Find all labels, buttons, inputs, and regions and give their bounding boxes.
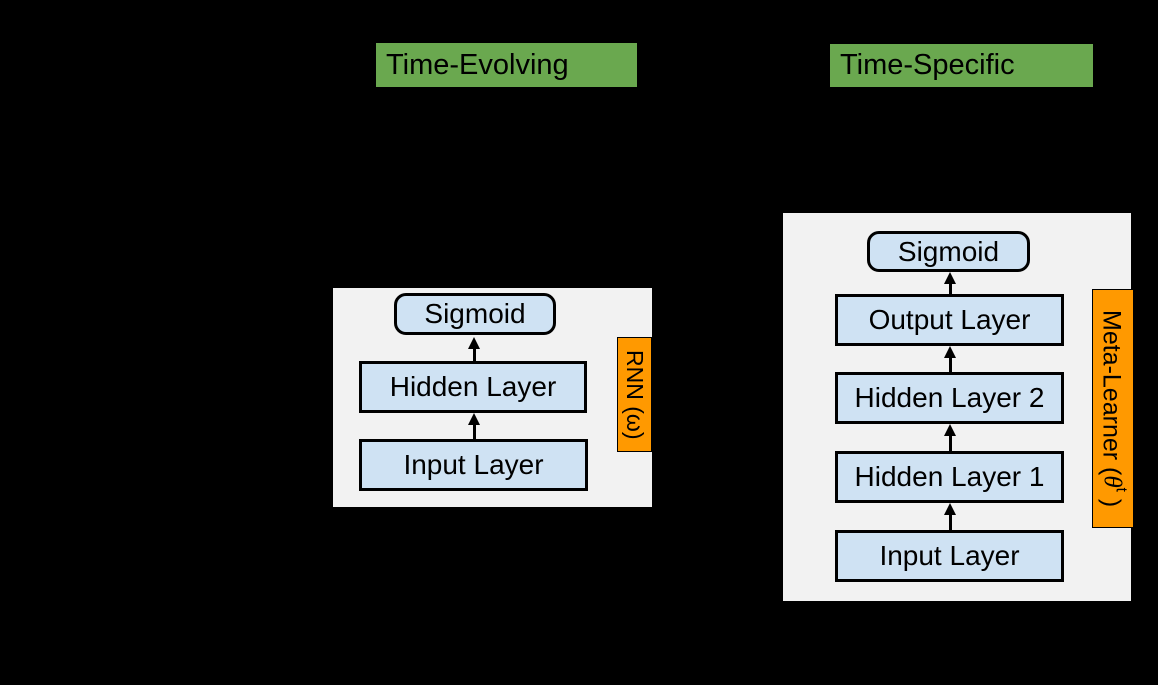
time-specific-panel: Sigmoid Output Layer Hidden Layer 2 Hidd… xyxy=(783,213,1134,601)
arrow-line xyxy=(948,515,952,530)
output-layer-label: Output Layer xyxy=(868,304,1031,335)
arrow-line xyxy=(948,358,952,372)
arrow-up-icon xyxy=(468,413,480,439)
sigmoid-node: Sigmoid xyxy=(394,293,556,335)
rnn-tag-label: RNN (ω) xyxy=(622,349,648,440)
hidden-layer-label: Hidden Layer xyxy=(389,371,557,402)
sigmoid-label: Sigmoid xyxy=(897,235,1000,267)
arrow-head-icon xyxy=(944,503,956,515)
arrow-head-icon xyxy=(468,337,480,349)
arrow-up-icon xyxy=(944,424,956,451)
input-layer-node: Input Layer xyxy=(835,530,1064,582)
theta-superscript-t: t xyxy=(1112,487,1130,492)
theta-symbol: θ xyxy=(1098,475,1126,488)
arrow-up-icon xyxy=(468,337,480,361)
meta-learner-text-close: ) xyxy=(1097,491,1126,508)
meta-learner-tag: Meta-Learner (θt ) xyxy=(1092,289,1134,528)
arrow-up-icon xyxy=(944,503,956,530)
arrow-head-icon xyxy=(944,424,956,436)
meta-learner-tag-label: Meta-Learner (θt ) xyxy=(1096,310,1129,507)
hidden-layer-2-label: Hidden Layer 2 xyxy=(854,382,1045,413)
arrow-line xyxy=(472,425,476,439)
sigmoid-label: Sigmoid xyxy=(424,298,526,329)
output-layer-node: Output Layer xyxy=(835,294,1064,346)
hidden-layer-1-label: Hidden Layer 1 xyxy=(854,461,1045,492)
arrow-up-icon xyxy=(944,346,956,372)
input-layer-label: Input Layer xyxy=(879,540,1020,571)
arrow-up-icon xyxy=(944,272,956,294)
time-evolving-label: Time-Evolving xyxy=(386,48,569,81)
arrow-line xyxy=(948,436,952,451)
sigmoid-node: Sigmoid xyxy=(867,231,1030,272)
arrow-head-icon xyxy=(944,272,956,284)
input-layer-node: Input Layer xyxy=(359,439,588,491)
time-specific-label: Time-Specific xyxy=(840,49,1015,81)
hidden-layer-2-node: Hidden Layer 2 xyxy=(835,372,1064,424)
hidden-layer-node: Hidden Layer xyxy=(359,361,587,413)
arrow-line xyxy=(472,349,476,361)
rnn-tag: RNN (ω) xyxy=(617,337,652,452)
arrow-head-icon xyxy=(468,413,480,425)
arrow-line xyxy=(948,284,952,294)
input-layer-label: Input Layer xyxy=(403,449,544,480)
time-evolving-panel: Sigmoid Hidden Layer Input Layer RNN (ω) xyxy=(333,288,652,507)
time-evolving-header: Time-Evolving xyxy=(376,43,637,87)
arrow-head-icon xyxy=(944,346,956,358)
time-specific-header: Time-Specific xyxy=(830,44,1093,87)
meta-learner-text: Meta-Learner ( xyxy=(1097,309,1126,476)
hidden-layer-1-node: Hidden Layer 1 xyxy=(835,451,1064,503)
